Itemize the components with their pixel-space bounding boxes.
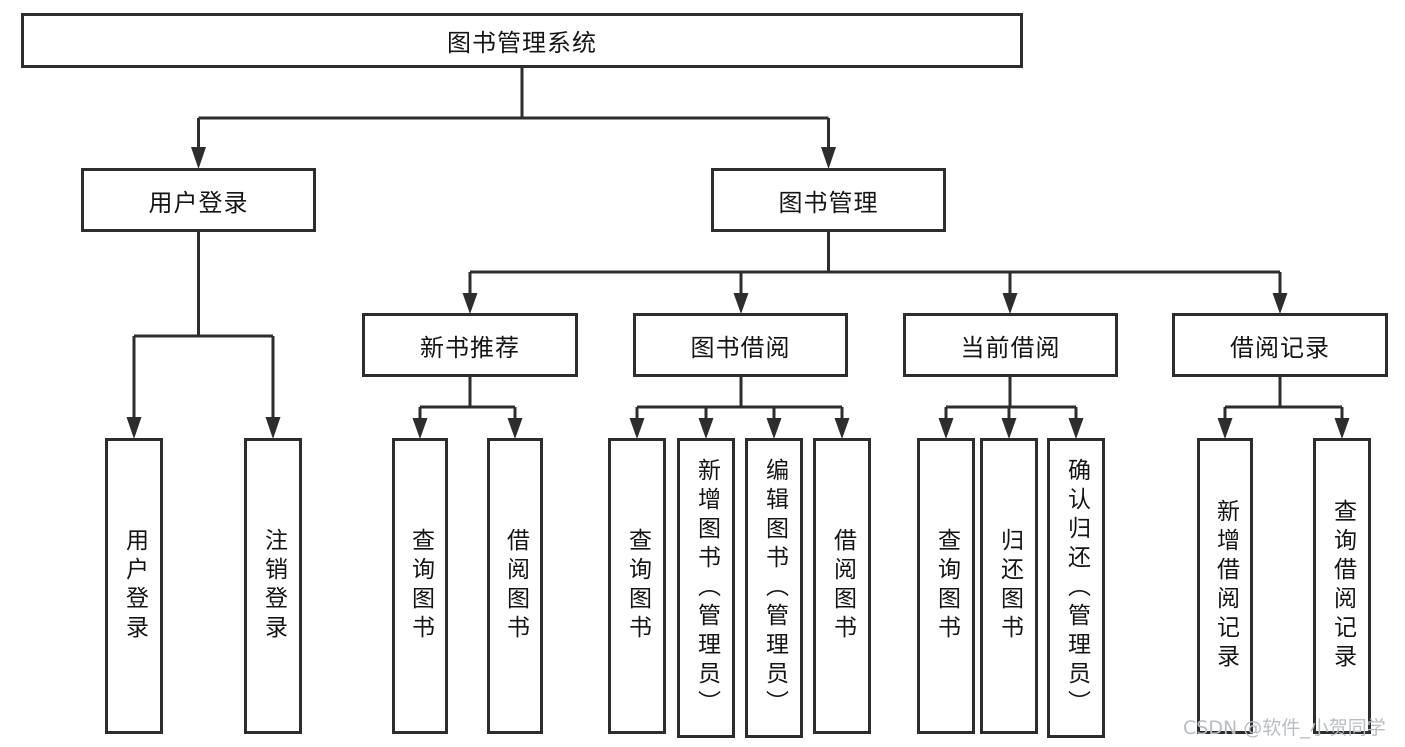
node-book-borrowing: 图书借阅 bbox=[633, 313, 848, 377]
leaf-records-query-borrow-record: 查询借阅记录 bbox=[1313, 438, 1371, 734]
leaf-current-query-books: 查询图书 bbox=[917, 438, 975, 734]
leaf-user-login: 用户登录 bbox=[105, 438, 163, 734]
root-node-library-system: 图书管理系统 bbox=[21, 13, 1023, 68]
leaf-borrowing-add-books-admin: 新增图书（管理员） bbox=[677, 438, 735, 738]
leaf-current-return-books: 归还图书 bbox=[980, 438, 1038, 734]
node-new-book-recommend: 新书推荐 bbox=[362, 313, 578, 377]
leaf-borrowing-edit-books-admin: 编辑图书（管理员） bbox=[745, 438, 803, 738]
leaf-records-add-borrow-record: 新增借阅记录 bbox=[1197, 438, 1253, 734]
leaf-recommend-borrow-books: 借阅图书 bbox=[487, 438, 543, 734]
csdn-watermark: CSDN @软件_小贺同学 bbox=[1183, 717, 1386, 739]
leaf-borrowing-borrow-books: 借阅图书 bbox=[813, 438, 871, 734]
leaf-logout: 注销登录 bbox=[244, 438, 302, 734]
leaf-current-confirm-return-admin: 确认归还（管理员） bbox=[1047, 438, 1105, 738]
node-borrowing-records: 借阅记录 bbox=[1172, 313, 1388, 377]
node-current-borrowing: 当前借阅 bbox=[903, 313, 1118, 377]
node-book-management: 图书管理 bbox=[711, 168, 946, 232]
node-user-login: 用户登录 bbox=[81, 168, 316, 232]
leaf-recommend-query-books: 查询图书 bbox=[392, 438, 448, 734]
leaf-borrowing-query-books: 查询图书 bbox=[608, 438, 666, 734]
